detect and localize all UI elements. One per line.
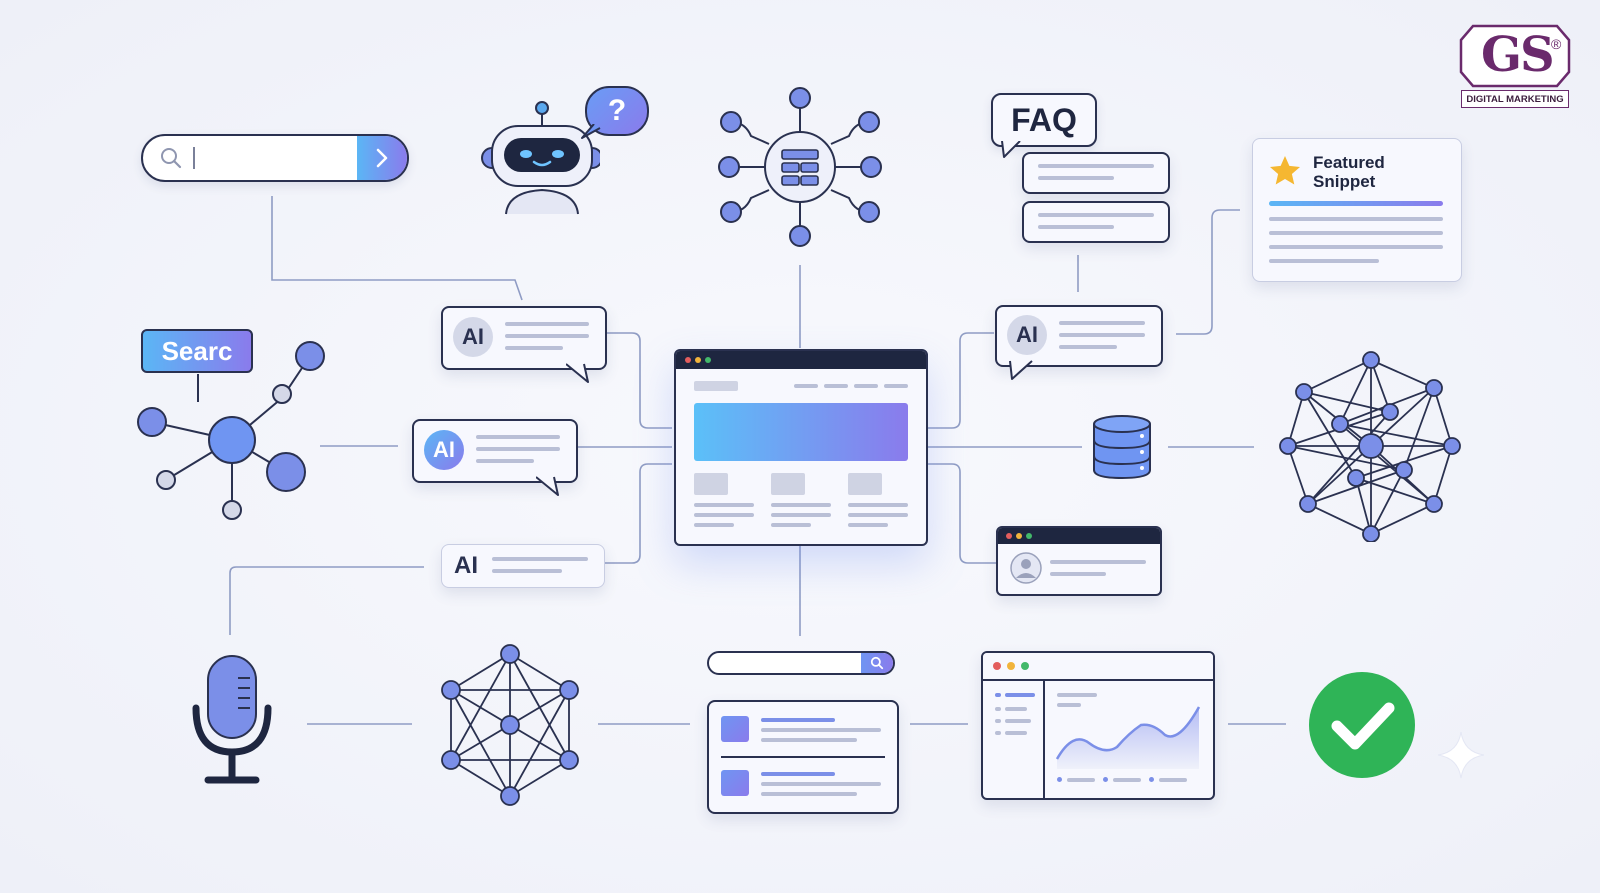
ai-bubble-1-tail xyxy=(566,363,589,383)
chevron-right-icon xyxy=(376,148,388,168)
text-cursor xyxy=(193,147,195,169)
search-icon xyxy=(161,148,182,169)
logo-badge xyxy=(1459,24,1571,88)
central-browser-window xyxy=(674,349,928,546)
ai-answer-bubble-1: AI xyxy=(441,306,607,370)
mini-search-button[interactable] xyxy=(861,653,893,673)
line-chart-icon xyxy=(1055,706,1201,769)
star-icon xyxy=(1270,156,1300,185)
faq-answer-card-1 xyxy=(1022,152,1170,194)
search-results-panel xyxy=(707,700,899,814)
question-mark: ? xyxy=(607,94,627,127)
logo-tagline: DIGITAL MARKETING xyxy=(1461,90,1569,108)
profile-window xyxy=(996,526,1162,596)
checkmark-icon xyxy=(1309,672,1415,778)
featured-snippet-title: Featured Snippet xyxy=(1313,153,1385,191)
ai-badge-3: AI xyxy=(454,552,478,579)
ai-answer-bubble-4: AI xyxy=(995,305,1163,367)
search-label-box: Searc xyxy=(141,329,253,373)
ai-badge-2: AI xyxy=(424,430,464,470)
mesh-network-icon xyxy=(1279,351,1461,542)
node-graph-icon xyxy=(137,341,325,520)
logo-registered: ® xyxy=(1551,36,1562,52)
database-icon xyxy=(1093,415,1151,480)
question-bubble-tail xyxy=(581,124,601,139)
analytics-window xyxy=(981,651,1215,800)
ai-answer-bubble-2: AI xyxy=(412,419,578,483)
logo-text: GS xyxy=(1481,27,1555,83)
faq-label: FAQ xyxy=(1011,101,1077,138)
search-bar[interactable] xyxy=(141,134,409,182)
question-bubble: ? xyxy=(585,86,649,136)
search-icon xyxy=(870,656,884,670)
ai-badge-4: AI xyxy=(1007,315,1047,355)
browser-titlebar xyxy=(676,351,926,369)
ai-badge-1: AI xyxy=(453,317,493,357)
search-submit-button[interactable] xyxy=(357,136,407,180)
search-label: Searc xyxy=(161,335,233,366)
faq-answer-card-2 xyxy=(1022,201,1170,243)
ai-answer-bubble-3: AI xyxy=(441,544,605,588)
hero-banner xyxy=(694,403,908,461)
faq-bubble: FAQ xyxy=(991,93,1097,147)
mini-search-bar[interactable] xyxy=(707,651,895,675)
faq-bubble-tail xyxy=(1001,141,1021,158)
featured-snippet-card: Featured Snippet xyxy=(1252,138,1462,282)
hub-network-icon xyxy=(718,87,882,247)
ai-bubble-4-tail xyxy=(1009,360,1033,380)
user-icon xyxy=(1010,552,1042,584)
sparkle-icon xyxy=(1437,731,1485,779)
brand-logo: GS ® DIGITAL MARKETING xyxy=(1459,22,1571,112)
ai-bubble-2-tail xyxy=(536,476,559,496)
robot-icon xyxy=(481,101,600,215)
microphone-icon xyxy=(192,655,272,784)
octagon-network-icon xyxy=(441,644,579,806)
